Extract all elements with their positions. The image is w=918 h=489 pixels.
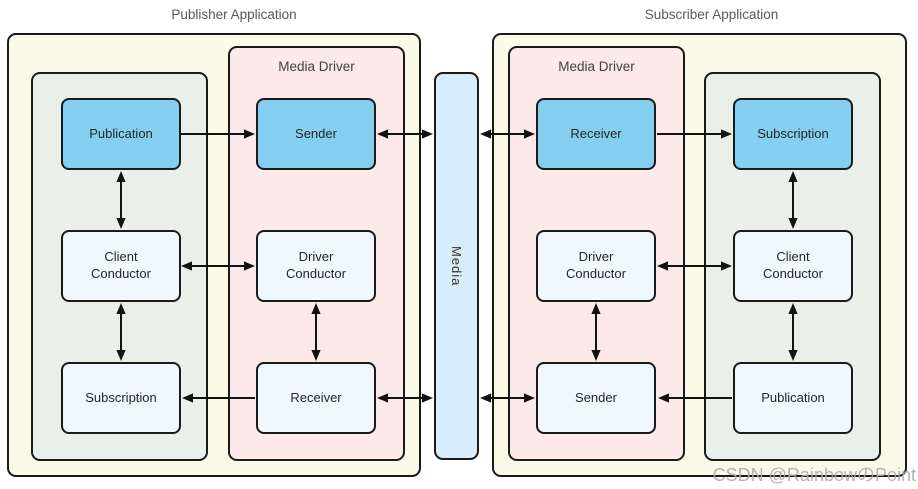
node-subscriber-subscription: Subscription <box>733 98 853 170</box>
node-subscriber-driver-conductor: Driver Conductor <box>536 230 656 302</box>
node-publisher-publication: Publication <box>61 98 181 170</box>
node-publisher-client-conductor: Client Conductor <box>61 230 181 302</box>
node-publisher-driver-conductor: Driver Conductor <box>256 230 376 302</box>
media-label: Media <box>449 245 464 287</box>
node-subscriber-sender: Sender <box>536 362 656 434</box>
watermark: CSDN @RainbowのPoint <box>712 465 916 485</box>
node-publisher-sender: Sender <box>256 98 376 170</box>
node-publisher-receiver: Receiver <box>256 362 376 434</box>
subscriber-media-driver-title: Media Driver <box>558 59 635 74</box>
node-subscriber-publication: Publication <box>733 362 853 434</box>
subscriber-application-title: Subscriber Application <box>644 7 779 22</box>
node-publisher-subscription: Subscription <box>61 362 181 434</box>
node-subscriber-client-conductor: Client Conductor <box>733 230 853 302</box>
publisher-application-title: Publisher Application <box>171 7 297 22</box>
media-box: Media <box>434 72 479 460</box>
node-subscriber-receiver: Receiver <box>536 98 656 170</box>
publisher-media-driver-title: Media Driver <box>278 59 355 74</box>
